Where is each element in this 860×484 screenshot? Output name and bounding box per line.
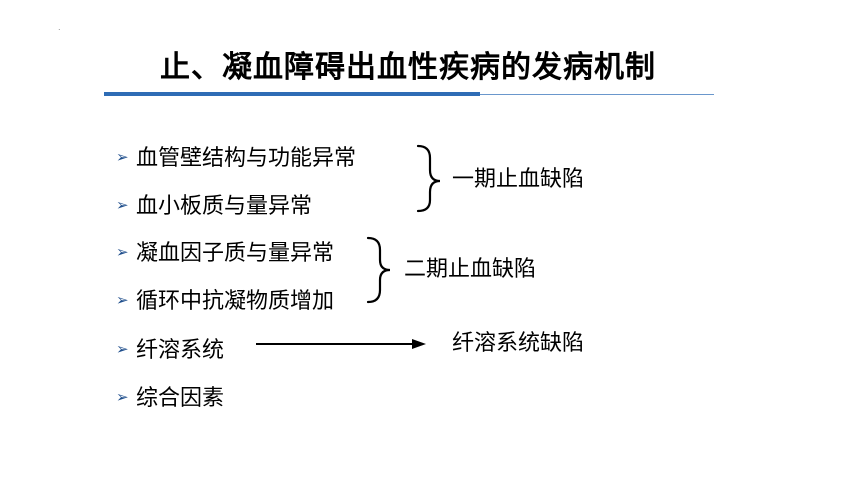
bullet-item-text: 纤溶系统 (136, 338, 225, 363)
title-underline (480, 94, 714, 95)
bullet-item-vessel-wall: ➢ 血管壁结构与功能异常 (116, 143, 356, 173)
group-label-fibrinolysis: 纤溶系统缺陷 (452, 331, 585, 356)
brace-primary (416, 144, 441, 213)
bullet-item-text: 凝血因子质与量异常 (136, 241, 335, 266)
group-label-secondary: 二期止血缺陷 (404, 257, 537, 282)
bullet-arrow-icon: ➢ (116, 388, 129, 406)
corner-dot: . (58, 23, 61, 32)
bullet-item-anticoagulant: ➢ 循环中抗凝物质增加 (116, 286, 334, 316)
bullet-item-text: 血管壁结构与功能异常 (136, 146, 357, 171)
title-accent-bar (104, 92, 480, 96)
bullet-item-text: 循环中抗凝物质增加 (136, 289, 335, 314)
arrow-head (412, 339, 426, 349)
bullet-arrow-icon: ➢ (116, 148, 129, 166)
group-label-primary: 一期止血缺陷 (452, 167, 585, 192)
bullet-arrow-icon: ➢ (116, 243, 129, 261)
bullet-arrow-icon: ➢ (116, 291, 129, 309)
bullet-arrow-icon: ➢ (116, 196, 129, 214)
slide-title: 止、凝血障碍出血性疾病的发病机制 (160, 50, 656, 85)
brace-secondary (366, 236, 391, 304)
bullet-item-coagulation-factor: ➢ 凝血因子质与量异常 (116, 238, 334, 268)
bullet-item-fibrinolysis: ➢ 纤溶系统 (116, 335, 224, 365)
bullet-item-platelet: ➢ 血小板质与量异常 (116, 191, 312, 221)
bullet-item-text: 综合因素 (136, 386, 225, 411)
bullet-item-combined-factors: ➢ 综合因素 (116, 383, 224, 413)
bullet-arrow-icon: ➢ (116, 340, 129, 358)
bullet-item-text: 血小板质与量异常 (136, 194, 313, 219)
